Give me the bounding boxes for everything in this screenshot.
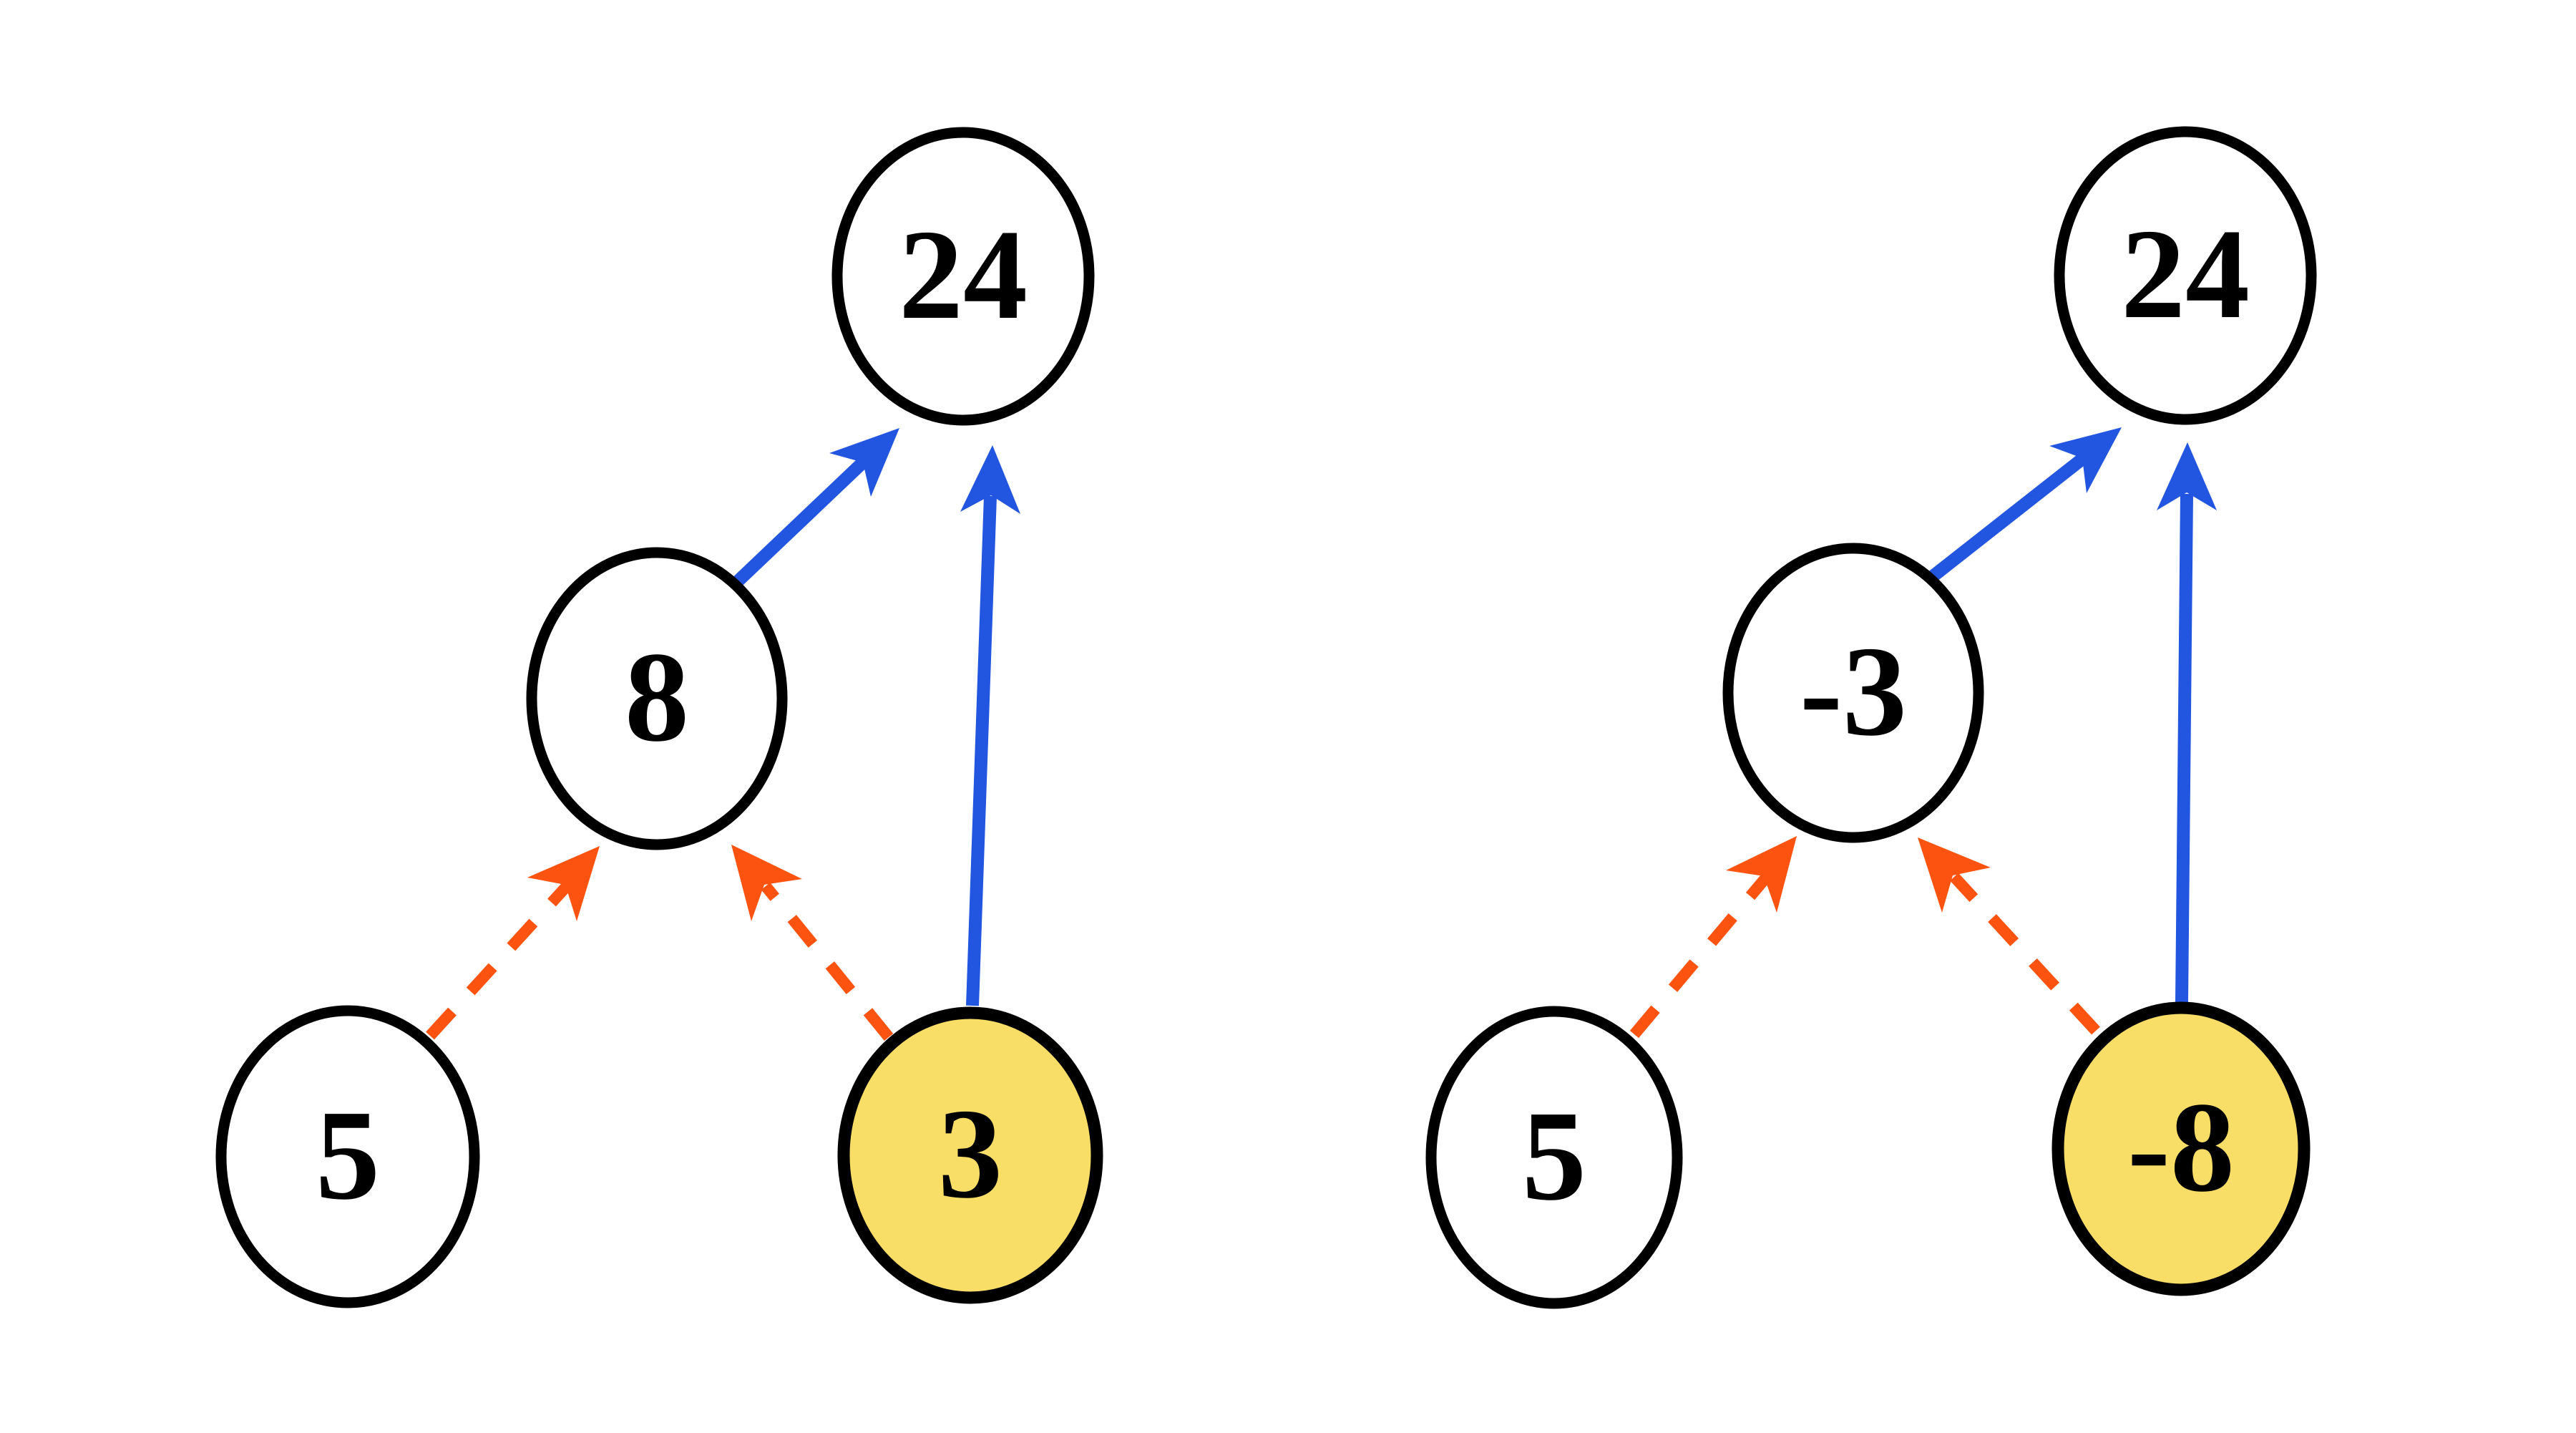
node-right-neg3: -3 bbox=[1722, 543, 1984, 843]
edge-8-to-24-shaft bbox=[731, 456, 869, 588]
node-left-3-label: 3 bbox=[938, 1082, 1002, 1225]
node-right-neg3-label: -3 bbox=[1800, 620, 1907, 762]
node-right-neg8-label: -8 bbox=[2127, 1076, 2235, 1218]
node-left-24: 24 bbox=[831, 127, 1095, 426]
node-left-8: 8 bbox=[526, 547, 788, 850]
node-left-5: 5 bbox=[215, 1005, 480, 1308]
node-left-24-label: 24 bbox=[899, 203, 1028, 346]
edge-8-to-24-arrowhead-icon bbox=[829, 428, 899, 497]
edge-5-to-8-arrowhead-icon bbox=[527, 846, 600, 921]
node-left-8-label: 8 bbox=[625, 626, 689, 768]
node-left-5-label: 5 bbox=[316, 1084, 380, 1226]
edge-5-to-8 bbox=[426, 846, 600, 1040]
node-left-3-circle bbox=[837, 1006, 1103, 1304]
node-left-8-circle bbox=[526, 547, 788, 850]
node-right-24-circle bbox=[2054, 126, 2317, 425]
node-right-neg8-circle bbox=[2051, 1001, 2311, 1296]
edge-3-to-24-shaft bbox=[966, 495, 997, 1006]
node-left-24-circle bbox=[831, 127, 1095, 426]
edge-neg8-to-neg3-arrowhead-icon bbox=[1918, 837, 1991, 913]
edge-neg8-to-24-shaft bbox=[2175, 493, 2193, 1003]
edge-5-to-neg3-arrowhead-icon bbox=[1726, 836, 1797, 913]
edge-neg3-to-24 bbox=[1924, 427, 2122, 586]
edge-neg8-to-24-arrowhead-icon bbox=[2157, 442, 2217, 510]
edge-neg3-to-24-shaft bbox=[1924, 451, 2089, 586]
edge-3-to-8 bbox=[731, 845, 894, 1041]
node-right-5-circle bbox=[1425, 1006, 1683, 1309]
edge-neg8-to-neg3 bbox=[1918, 837, 2100, 1035]
node-right-24: 24 bbox=[2054, 126, 2317, 425]
edge-3-to-8-arrowhead-icon bbox=[731, 845, 802, 921]
edge-3-to-8-shaft bbox=[761, 882, 894, 1041]
edge-5-to-neg3 bbox=[1629, 836, 1797, 1039]
node-right-neg8-highlighted: -8 bbox=[2051, 1001, 2311, 1296]
edge-3-to-24-arrowhead-icon bbox=[960, 445, 1020, 514]
diagram-left: 24 8 5 3 bbox=[215, 127, 1103, 1308]
edge-5-to-neg3-shaft bbox=[1629, 873, 1771, 1039]
node-right-neg3-circle bbox=[1722, 543, 1984, 843]
edge-5-to-8-shaft bbox=[426, 882, 571, 1040]
node-right-5: 5 bbox=[1425, 1006, 1683, 1309]
edge-neg3-to-24-arrowhead-icon bbox=[2049, 427, 2122, 493]
edge-8-to-24 bbox=[731, 428, 899, 588]
node-right-24-label: 24 bbox=[2121, 203, 2250, 345]
node-right-5-label: 5 bbox=[1522, 1084, 1586, 1227]
diagram-right: 24 -3 5 -8 bbox=[1425, 126, 2317, 1309]
node-left-3-highlighted: 3 bbox=[837, 1006, 1103, 1304]
edge-neg8-to-24 bbox=[2157, 442, 2217, 1003]
edge-neg8-to-neg3-shaft bbox=[1950, 873, 2100, 1035]
node-left-5-circle bbox=[215, 1005, 480, 1308]
edge-3-to-24 bbox=[960, 445, 1020, 1006]
